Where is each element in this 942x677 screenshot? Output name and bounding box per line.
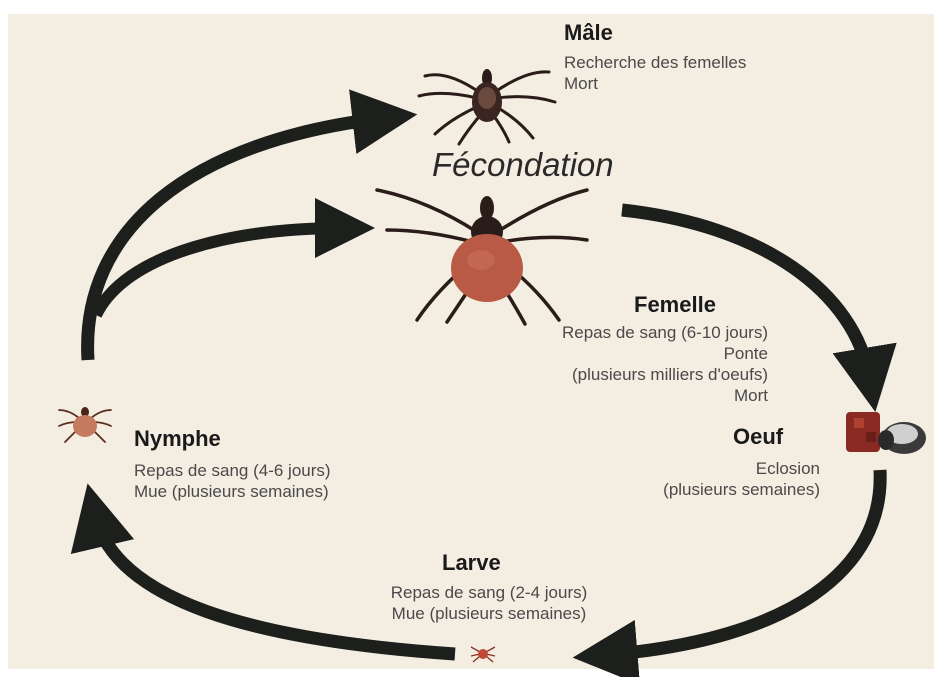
female-title: Femelle <box>634 292 716 318</box>
nymph-tick-icon <box>59 407 111 442</box>
arrow-nymph-to-female-icon <box>96 228 345 315</box>
male-line-1: Recherche des femelles <box>564 52 746 73</box>
female-line-1: Repas de sang (6-10 jours) <box>562 322 768 343</box>
egg-cluster-icon <box>846 412 926 454</box>
female-line-2: Ponte <box>562 343 768 364</box>
larva-tick-icon <box>471 647 495 662</box>
larva-title: Larve <box>442 550 501 576</box>
nymph-description: Repas de sang (4-6 jours) Mue (plusieurs… <box>134 460 331 502</box>
fecondation-label: Fécondation <box>432 146 614 184</box>
larva-line-2: Mue (plusieurs semaines) <box>330 603 648 624</box>
larva-description: Repas de sang (2-4 jours) Mue (plusieurs… <box>330 582 648 624</box>
larva-line-1: Repas de sang (2-4 jours) <box>330 582 648 603</box>
nymph-line-2: Mue (plusieurs semaines) <box>134 481 331 502</box>
male-title: Mâle <box>564 20 613 46</box>
egg-line-2: (plusieurs semaines) <box>663 479 820 500</box>
male-tick-icon <box>419 69 555 144</box>
female-line-3: (plusieurs milliers d'oeufs) <box>562 364 768 385</box>
female-tick-icon <box>377 190 587 324</box>
nymph-title: Nymphe <box>134 426 221 452</box>
female-line-4: Mort <box>562 385 768 406</box>
egg-title: Oeuf <box>733 424 783 450</box>
egg-description: Eclosion (plusieurs semaines) <box>663 458 820 500</box>
egg-line-1: Eclosion <box>663 458 820 479</box>
male-description: Recherche des femelles Mort <box>564 52 746 94</box>
nymph-line-1: Repas de sang (4-6 jours) <box>134 460 331 481</box>
male-line-2: Mort <box>564 73 746 94</box>
female-description: Repas de sang (6-10 jours) Ponte (plusie… <box>562 322 768 406</box>
